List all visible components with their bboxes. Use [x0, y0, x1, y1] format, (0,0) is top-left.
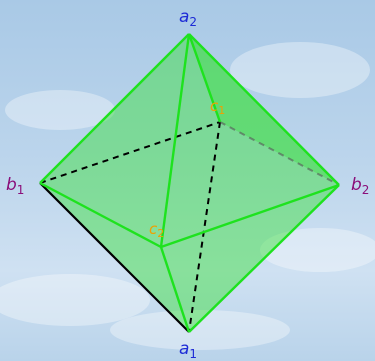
face-a1-c2-b2 — [161, 185, 339, 332]
edge-b1-c2 — [39, 181, 162, 249]
edge-b1-a1 — [39, 182, 190, 333]
edge-a2-b2 — [188, 33, 340, 186]
edge-c2-b2 — [160, 183, 340, 249]
cloud-background — [0, 42, 375, 350]
vertex-label-a1: a1 — [179, 339, 197, 361]
edge-a2-b1 — [39, 33, 190, 184]
edge-b2-a1 — [188, 184, 340, 333]
vertex-label-c1: c1 — [210, 97, 225, 117]
hidden-edge-b1-c1 — [39, 121, 221, 184]
face-a2-b1-c2 — [40, 34, 189, 247]
hidden-edges — [39, 121, 340, 333]
vertex-label-a2: a2 — [179, 7, 197, 29]
edge-a2-c1 — [187, 33, 222, 123]
edge-c2-a1 — [159, 246, 191, 333]
edge-a2-c2 — [159, 33, 191, 248]
vertex-label-b1: b1 — [6, 175, 24, 197]
hidden-edge-c1-b2 — [219, 121, 340, 186]
vertex-label-c2: c2 — [149, 220, 164, 240]
hidden-edge-c1-a1 — [188, 121, 221, 333]
face-a2-c2-b2 — [161, 34, 339, 247]
visible-edges — [39, 33, 340, 333]
vertex-label-b2: b2 — [351, 175, 369, 197]
